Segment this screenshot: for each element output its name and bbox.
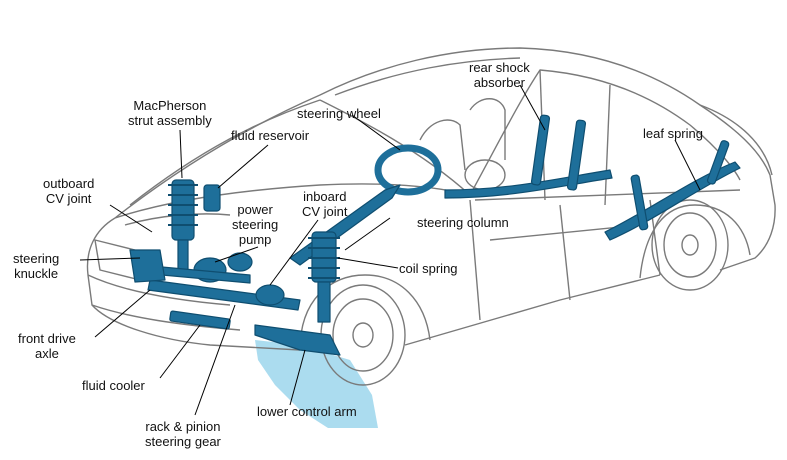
label-lower-control-arm: lower control arm [257,404,357,419]
label-leaf-spring: leaf spring [643,126,703,141]
label-line: inboard [303,189,347,204]
leaf-spring-part [604,161,741,241]
label-macpherson-strut: MacPherson strut assembly [128,98,212,128]
rear-shock-part [530,114,551,186]
label-fluid-cooler: fluid cooler [82,378,145,393]
label-line: front drive [18,331,76,346]
label-steering-wheel: steering wheel [297,106,381,121]
label-line: CV joint [302,204,348,219]
label-coil-spring: coil spring [399,261,458,276]
label-steering-column: steering column [417,215,509,230]
label-line: strut assembly [128,113,212,128]
label-line: steering gear [145,434,221,449]
lower-control-arm-part [254,324,341,356]
label-fluid-reservoir: fluid reservoir [231,128,310,143]
label-outboard-cv-joint: outboard CV joint [43,176,94,206]
suspension-components [129,114,741,356]
label-line: rear shock [469,60,530,75]
label-line: steering [232,217,279,232]
label-line: rack & pinion [145,419,221,434]
macpherson-strut-part [168,179,198,271]
label-line: knuckle [14,266,59,281]
rear-wheel [651,199,729,291]
fluid-reservoir-part [203,184,221,212]
label-inboard-cv-joint: inboard CV joint [302,189,348,219]
front-wheel [320,284,406,386]
label-line: absorber [473,75,525,90]
label-front-drive-axle: front drive axle [18,331,76,361]
label-line: steering [13,251,60,266]
rear-driveshaft-part [444,169,613,199]
leader-lines [79,84,701,416]
label-line: axle [34,346,59,361]
label-line: outboard [43,176,95,191]
label-steering-knuckle: steering knuckle [13,251,59,281]
fluid-cooler-part [169,310,231,330]
label-line: MacPherson [133,98,207,113]
label-rear-shock-absorber: rear shock absorber [469,60,530,90]
label-power-steering-pump: power steering pump [232,202,278,247]
label-line: power [237,202,273,217]
label-line: pump [238,232,272,247]
label-rack-pinion-steering-gear: rack & pinion steering gear [145,419,221,449]
coil-spring-part [308,231,340,323]
ground-shadow [255,340,378,428]
label-line: CV joint [45,191,92,206]
steering-wheel-part [374,144,442,196]
steering-knuckle-part [129,249,166,283]
